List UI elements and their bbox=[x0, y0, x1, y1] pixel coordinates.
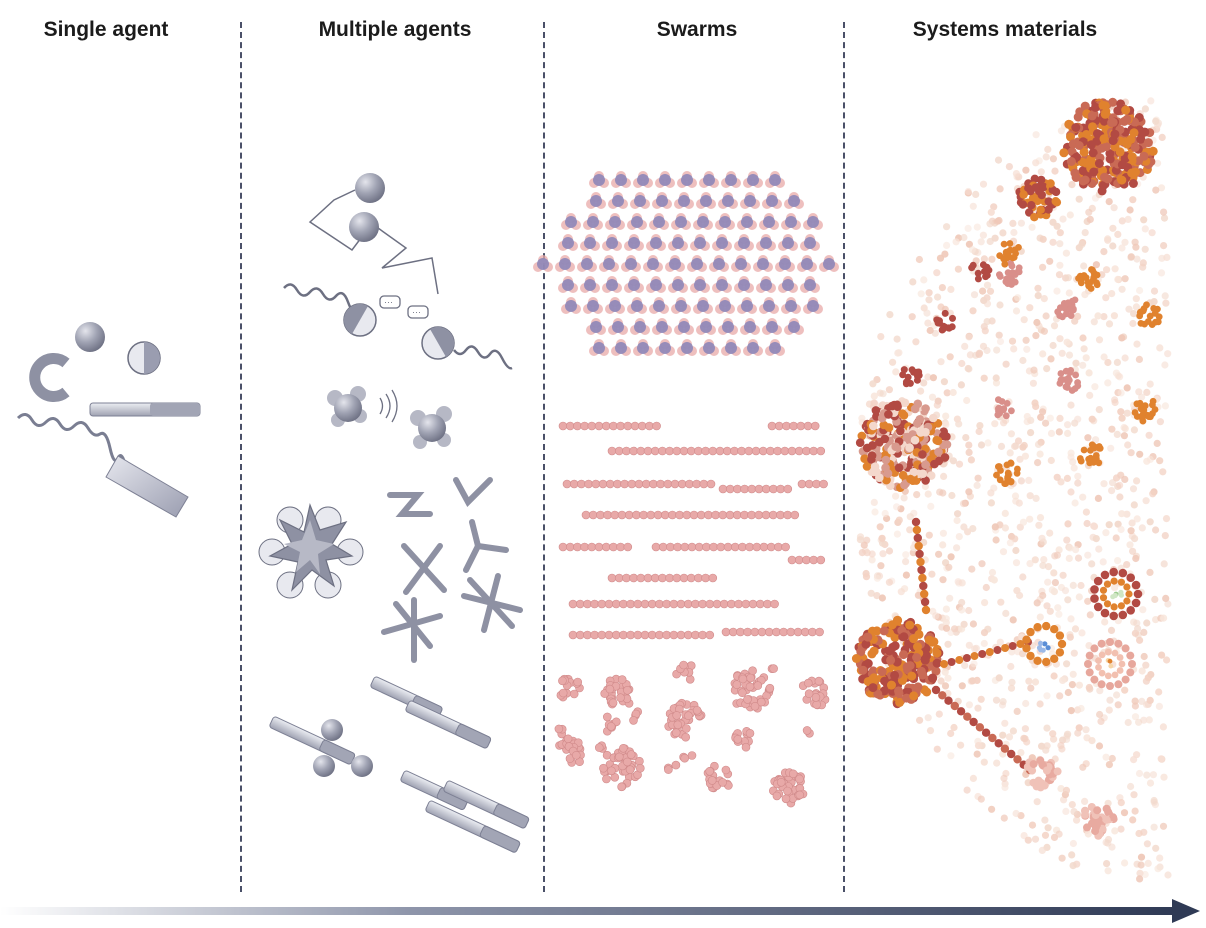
svg-text:···: ··· bbox=[412, 307, 421, 317]
tether-line bbox=[308, 189, 365, 252]
single-agent-group bbox=[16, 322, 201, 518]
janus-sphere-icon bbox=[421, 326, 455, 360]
column-title-swarms: Swarms bbox=[656, 18, 738, 41]
svg-text:···: ··· bbox=[384, 297, 393, 307]
divider-3 bbox=[843, 22, 845, 892]
rod-icon bbox=[89, 402, 201, 417]
column-title-multiple-agents: Multiple agents bbox=[318, 18, 472, 41]
sphere-icon bbox=[75, 322, 105, 352]
cross-shape-icon bbox=[381, 477, 523, 663]
helix-tail-icon bbox=[283, 283, 359, 313]
c-ring-icon bbox=[29, 353, 70, 402]
sound-wave-icon bbox=[379, 389, 398, 423]
fluffy-sphere-icon bbox=[327, 386, 367, 427]
swarm-clusters bbox=[554, 660, 830, 808]
speech-bubble-icon: ··· bbox=[379, 295, 401, 309]
star-cluster-icon bbox=[258, 502, 364, 599]
zigzag-line bbox=[377, 227, 439, 295]
janus-sphere-icon bbox=[343, 303, 377, 337]
sphere-icon bbox=[355, 173, 385, 203]
sphere-icon bbox=[349, 212, 379, 242]
column-title-systems-materials: Systems materials bbox=[912, 18, 1098, 41]
helix-tail-icon bbox=[16, 413, 138, 482]
systems-foreground-structures bbox=[851, 97, 1163, 840]
divider-1 bbox=[240, 22, 242, 892]
multiple-agents-group: ··· ··· bbox=[258, 173, 530, 853]
swarm-chains bbox=[558, 421, 828, 640]
speech-bubble-icon: ··· bbox=[407, 305, 429, 319]
systems-background-particles bbox=[856, 97, 1172, 883]
divider-2 bbox=[543, 22, 545, 892]
column-title-single-agent: Single agent bbox=[43, 18, 169, 41]
rod-assembly-icon bbox=[269, 676, 530, 853]
janus-sphere-icon bbox=[127, 341, 161, 375]
fluffy-sphere-icon bbox=[410, 406, 452, 449]
helix-tail-icon bbox=[453, 345, 513, 370]
arrow-icon bbox=[0, 899, 1200, 923]
cone-icon bbox=[105, 455, 189, 518]
swarm-hex-lattice bbox=[533, 171, 839, 356]
